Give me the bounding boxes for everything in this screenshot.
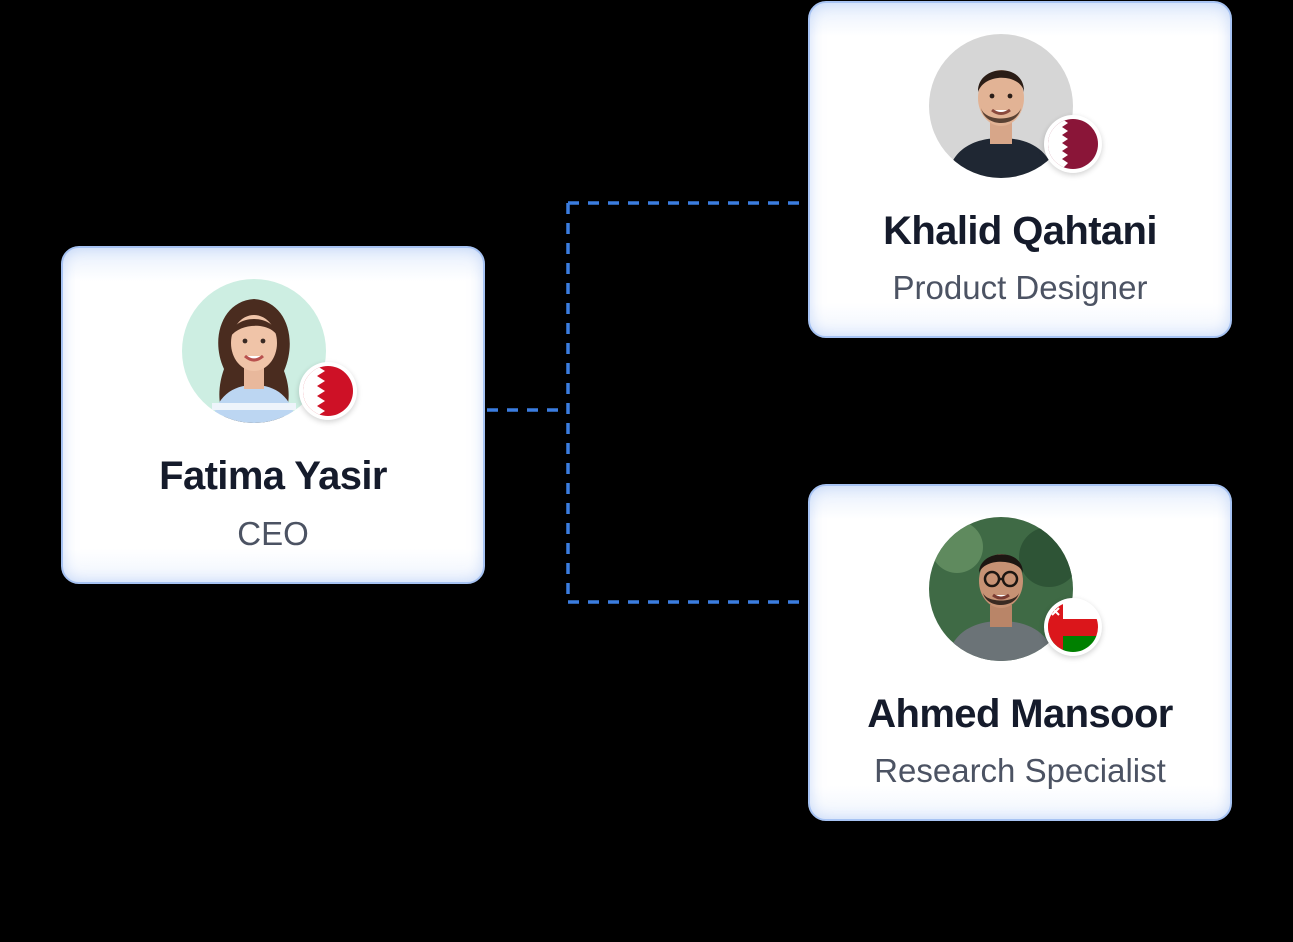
person-name: Ahmed Mansoor [867, 692, 1173, 736]
org-card-research-specialist[interactable]: Ahmed Mansoor Research Specialist [808, 484, 1232, 821]
person-name: Fatima Yasir [159, 454, 387, 498]
person-role: CEO [237, 515, 309, 552]
avatar-khalid-qahtani [929, 34, 1073, 178]
person-role: Product Designer [892, 269, 1148, 306]
org-card-product-designer[interactable]: Khalid Qahtani Product Designer [808, 1, 1232, 338]
avatar-fatima-yasir [182, 279, 326, 423]
person-name: Khalid Qahtani [883, 209, 1157, 253]
person-role: Research Specialist [874, 752, 1166, 789]
bahrain-flag-icon [299, 362, 357, 420]
org-card-ceo[interactable]: Fatima Yasir CEO [61, 246, 485, 584]
qatar-flag-icon [1044, 115, 1102, 173]
oman-flag-icon [1044, 598, 1102, 656]
